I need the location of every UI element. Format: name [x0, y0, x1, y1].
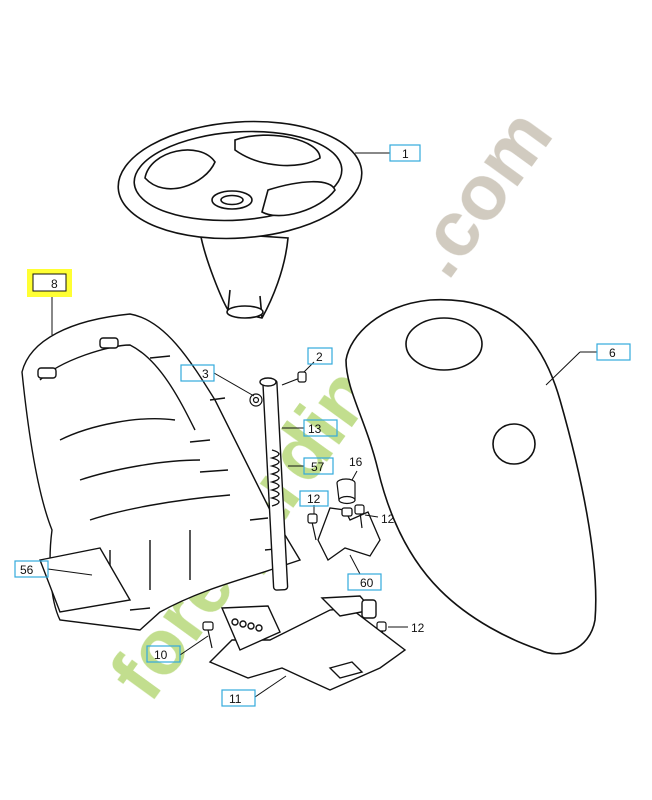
callout-6-box: [596, 343, 631, 361]
callout-1-label: 1: [402, 147, 409, 161]
callout-57-label: 57: [311, 460, 325, 474]
bushing-16-part: [336, 478, 356, 505]
callout-12c-label: 12: [411, 621, 425, 635]
steering-shaft-part: [259, 377, 289, 591]
callout-12a-box: [299, 490, 329, 507]
callout-56-label: 56: [20, 563, 34, 577]
callout-12a-label: 12: [307, 492, 321, 506]
callouts: 1 2 3 6 8 10 11 12 12: [14, 144, 631, 707]
callout-60-box: [347, 573, 382, 591]
callout-10-label: 10: [154, 648, 168, 662]
callout-8-label: 8: [51, 277, 58, 291]
callout-2-box: [307, 347, 333, 365]
callout-11-box: [221, 689, 256, 707]
rear-fender-part: [345, 298, 597, 655]
bolt-10-part: [202, 621, 214, 649]
callout-6-label: 6: [609, 346, 616, 360]
callout-1-box: [389, 144, 421, 162]
callout-10-box: [146, 645, 181, 663]
steering-wheel-part: [117, 120, 363, 319]
bolt-2-part: [281, 371, 307, 386]
callout-8-box: [32, 273, 67, 292]
callout-13-box: [303, 419, 338, 437]
dash-panel-part: [21, 313, 302, 631]
callout-13-label: 13: [308, 422, 322, 436]
watermark-text-grey: .com: [391, 93, 569, 292]
nut-3-part: [249, 393, 263, 407]
callout-12b-label: 12: [381, 512, 395, 526]
callout-3-label: 3: [202, 367, 209, 381]
callout-60-label: 60: [360, 576, 374, 590]
bracket-60-part: [317, 507, 381, 561]
callout-57-box: [303, 457, 334, 475]
base-plate-part: [208, 595, 407, 691]
callout-2-label: 2: [316, 350, 323, 364]
callout-11-label: 11: [229, 692, 242, 706]
callout-3-box: [180, 364, 215, 382]
callout-56-box: [14, 560, 49, 578]
callout-16-label: 16: [349, 455, 363, 469]
